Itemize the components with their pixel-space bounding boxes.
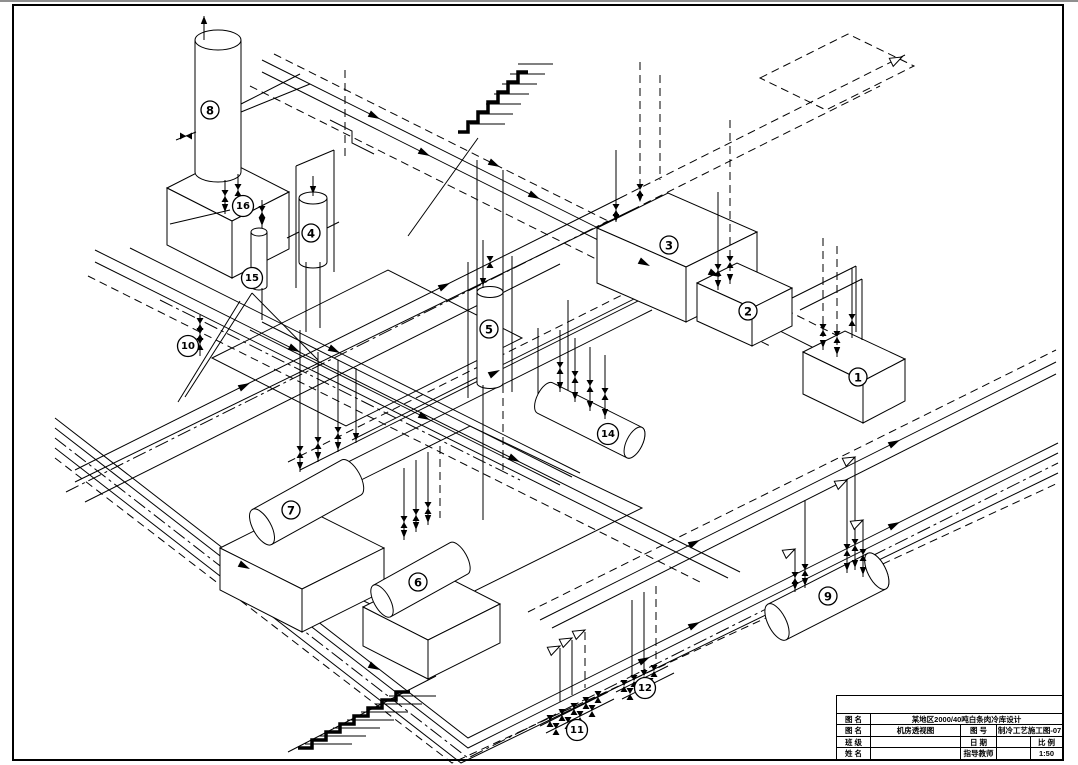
equipment-label-1: 1 xyxy=(848,367,868,387)
equipment-label-8: 8 xyxy=(200,100,220,120)
dashed-ceiling-outline xyxy=(758,33,916,111)
date-label: 日 期 xyxy=(961,737,997,747)
svg-text:2: 2 xyxy=(744,305,752,319)
title-block-empty-row xyxy=(837,696,1062,714)
scale-value: 1:50 xyxy=(1038,749,1054,758)
svg-text:12: 12 xyxy=(638,683,652,694)
svg-text:1: 1 xyxy=(854,371,862,385)
title-block-row-class: 班 级 日 期 比 例 xyxy=(837,737,1062,748)
project-title: 某地区2000/40吨白条肉冷库设计 xyxy=(911,714,1022,724)
window-top-edge xyxy=(0,0,1078,2)
stairs-leader-line xyxy=(407,137,479,237)
sheet-border xyxy=(12,4,1064,761)
svg-text:9: 9 xyxy=(824,590,832,604)
title-block-row-drawing: 图 名 机房透视图 图 号 制冷工艺施工图-07 xyxy=(837,725,1062,737)
empty-cell xyxy=(837,696,1062,713)
stairs-bottom xyxy=(287,675,437,753)
title-block-row-project: 图 名 某地区2000/40吨白条肉冷库设计 xyxy=(837,714,1062,725)
equipment-label-14: 14 xyxy=(596,422,620,446)
equipment-label-6: 6 xyxy=(408,572,428,592)
name-label: 姓 名 xyxy=(837,748,871,759)
date-value xyxy=(997,737,1031,747)
advisor-value xyxy=(997,748,1031,759)
drawing-no-label: 图 号 xyxy=(961,725,997,736)
name-value xyxy=(871,748,961,759)
advisor-label: 指导教师 xyxy=(961,748,997,759)
svg-text:3: 3 xyxy=(665,239,673,253)
svg-text:10: 10 xyxy=(181,341,195,352)
svg-text:7: 7 xyxy=(287,504,295,518)
top-pipe-bundle xyxy=(240,53,901,368)
mid-pipe-bundle xyxy=(87,247,741,583)
drawing-name-label: 图 名 xyxy=(837,725,871,736)
svg-text:8: 8 xyxy=(206,104,214,118)
equipment-label-15: 15 xyxy=(240,266,264,290)
scale-label: 比 例 xyxy=(1037,737,1056,747)
svg-text:14: 14 xyxy=(601,429,615,440)
equipment-label-9: 9 xyxy=(818,586,838,606)
svg-text:16: 16 xyxy=(236,201,250,212)
drawing-no-value: 制冷工艺施工图-07 xyxy=(997,726,1062,735)
svg-text:4: 4 xyxy=(307,227,315,241)
right-pipe-bundle xyxy=(527,349,1057,629)
linework-layer xyxy=(12,4,1064,764)
title-block-row-name: 姓 名 指导教师 1:50 xyxy=(837,748,1062,759)
drawing-name-label: 图 名 xyxy=(837,714,871,724)
class-label: 班 级 xyxy=(837,737,871,747)
equipment-label-4: 4 xyxy=(301,223,321,243)
svg-text:5: 5 xyxy=(485,323,493,337)
equipment-label-10: 10 xyxy=(176,334,200,358)
pipe-drops xyxy=(199,62,864,734)
equipment-label-11: 11 xyxy=(565,718,589,742)
stairs-top xyxy=(458,63,553,134)
title-block: 图 名 某地区2000/40吨白条肉冷库设计 图 名 机房透视图 图 号 制冷工… xyxy=(836,695,1063,760)
ascending-pipe-bundle xyxy=(65,54,906,503)
equipment-label-5: 5 xyxy=(479,319,499,339)
equipment-label-16: 16 xyxy=(231,194,255,218)
svg-text:6: 6 xyxy=(414,576,422,590)
equipment-label-3: 3 xyxy=(659,235,679,255)
equipment-label-12: 12 xyxy=(633,676,657,700)
svg-text:11: 11 xyxy=(570,725,584,736)
equipment-label-7: 7 xyxy=(281,500,301,520)
svg-text:15: 15 xyxy=(245,273,259,284)
pipe-racks xyxy=(177,149,569,412)
drawing-name-value: 机房透视图 xyxy=(871,725,961,736)
equipment-label-2: 2 xyxy=(738,301,758,321)
class-value xyxy=(871,737,961,747)
